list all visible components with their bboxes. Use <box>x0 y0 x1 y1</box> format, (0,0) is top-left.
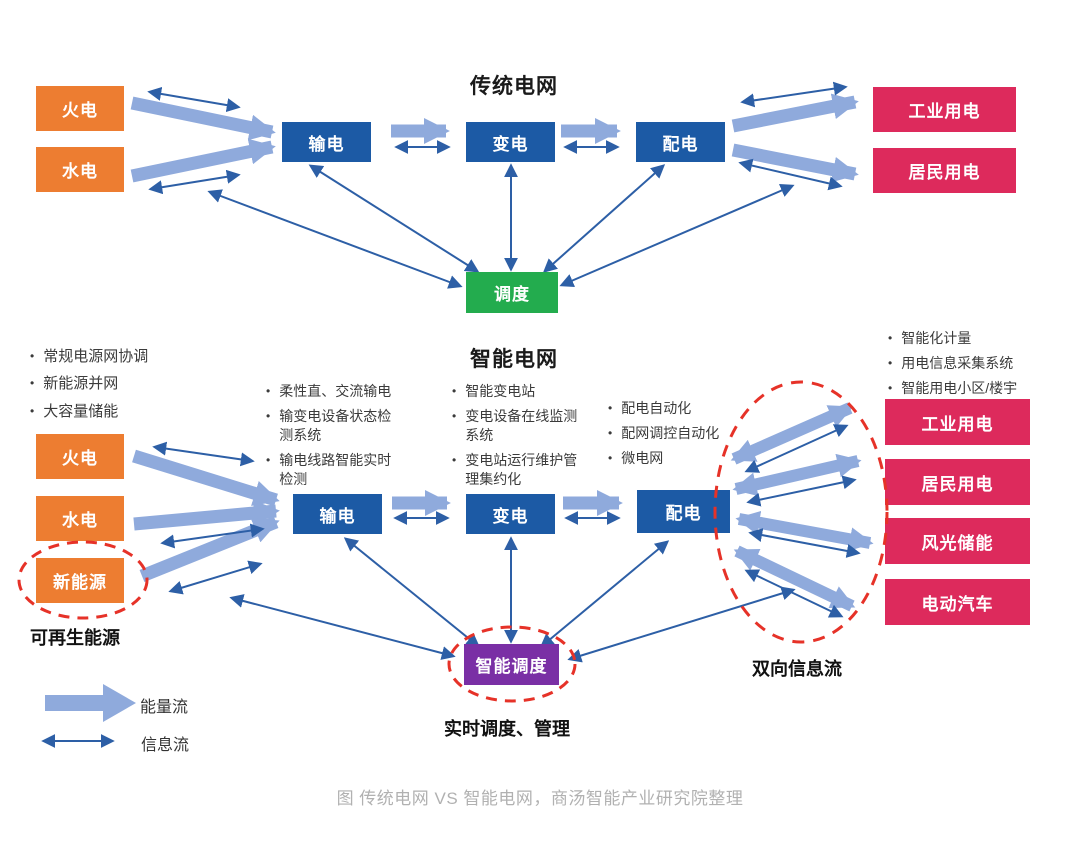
note-item: 配电自动化 <box>608 399 758 418</box>
energy-flow-arrow <box>132 449 280 507</box>
realtime-dispatch-label: 实时调度、管理 <box>444 719 570 739</box>
dispatch-link-arrow <box>567 586 796 663</box>
energy-flow-arrow <box>130 96 276 141</box>
smart-distribution-notes: 配电自动化 配网调控自动化 微电网 <box>608 399 758 475</box>
info-flow-arrow <box>152 441 255 467</box>
traditional-info-arrows <box>147 81 848 289</box>
note-item: 智能变电站 <box>452 382 628 401</box>
energy-flow-arrow <box>733 545 856 612</box>
dispatch-link-arrow <box>308 164 480 273</box>
dispatch-link-arrow <box>343 537 481 648</box>
figure-caption: 图 传统电网 VS 智能电网，商汤智能产业研究院整理 <box>336 789 744 808</box>
dispatch-link-arrow <box>559 183 795 288</box>
note-item: 用电信息采集系统 <box>888 354 1053 373</box>
node-smart-dispatch: 智能调度 <box>464 644 559 685</box>
note-item: 智能用电小区/楼宇 <box>888 379 1053 398</box>
node-residential-use: 居民用电 <box>873 148 1016 193</box>
energy-flow-arrow <box>133 500 280 531</box>
dispatch-link-arrow <box>539 540 670 648</box>
info-flow-arrow <box>168 560 263 595</box>
node-new-energy: 新能源 <box>36 558 124 603</box>
dispatch-link-arrow <box>542 164 666 273</box>
smart-grid-title: 智能电网 <box>470 348 558 371</box>
legend-energy-label: 能量流 <box>140 699 189 716</box>
note-item: 智能化计量 <box>888 329 1053 348</box>
smart-source-notes: 常规电源网协调 新能源并网 大容量储能 <box>30 347 210 429</box>
note-item: 微电网 <box>608 449 758 468</box>
note-item: 输电线路智能实时检测 <box>266 451 438 489</box>
info-flow-arrow <box>744 424 849 473</box>
info-flow-arrow <box>740 81 848 108</box>
info-flow-arrow <box>746 475 857 507</box>
energy-flow-arrow <box>139 515 280 583</box>
node-hydro-power: 水电 <box>36 147 124 192</box>
node-industrial-use: 工业用电 <box>873 87 1016 132</box>
node-transmission: 输电 <box>282 122 371 162</box>
node-wind-solar-storage: 风光储能 <box>885 518 1030 564</box>
bidirectional-info-label: 双向信息流 <box>752 659 842 679</box>
note-item: 变电站运行维护管理集约化 <box>452 451 628 489</box>
note-item: 输变电设备状态检测系统 <box>266 407 438 445</box>
note-item: 大容量储能 <box>30 402 210 422</box>
info-flow-arrow <box>744 569 844 618</box>
node-transmission-smart: 输电 <box>293 494 382 534</box>
note-item: 配网调控自动化 <box>608 424 758 443</box>
info-flow-arrow <box>748 528 861 558</box>
legend-energy-arrow-icon <box>45 684 136 722</box>
info-flow-arrow <box>160 523 265 549</box>
note-item: 柔性直、交流输电 <box>266 382 438 401</box>
smart-consumer-notes: 智能化计量 用电信息采集系统 智能用电小区/楼宇 <box>888 329 1053 405</box>
energy-flow-arrow <box>731 93 859 133</box>
node-hydro-power-smart: 水电 <box>36 496 124 541</box>
traditional-grid-title: 传统电网 <box>470 75 558 98</box>
node-transformation-smart: 变电 <box>466 494 555 534</box>
legend-info-label: 信息流 <box>141 737 190 754</box>
node-transformation: 变电 <box>466 122 555 162</box>
node-thermal-power-smart: 火电 <box>36 434 124 479</box>
info-flow-arrow <box>147 86 241 113</box>
renewable-energy-label: 可再生能源 <box>30 628 120 648</box>
note-item: 新能源并网 <box>30 374 210 394</box>
node-industrial-use-smart: 工业用电 <box>885 399 1030 445</box>
smart-transformation-notes: 智能变电站 变电设备在线监测系统 变电站运行维护管理集约化 <box>452 382 628 495</box>
energy-flow-arrow <box>731 143 859 183</box>
info-flow-arrow <box>148 169 241 195</box>
dispatch-link-arrow <box>207 189 463 289</box>
node-thermal-power: 火电 <box>36 86 124 131</box>
note-item: 常规电源网协调 <box>30 347 210 367</box>
node-dispatch: 调度 <box>466 272 558 313</box>
smart-transmission-notes: 柔性直、交流输电 输变电设备状态检测系统 输电线路智能实时检测 <box>266 382 438 495</box>
energy-flow-arrow <box>735 510 874 552</box>
node-residential-use-smart: 居民用电 <box>885 459 1030 505</box>
node-distribution-smart: 配电 <box>637 490 730 533</box>
info-flow-arrow <box>738 158 843 191</box>
energy-flow-arrow <box>130 138 276 183</box>
node-electric-vehicle: 电动汽车 <box>885 579 1030 625</box>
dispatch-link-arrow <box>229 594 456 660</box>
node-distribution: 配电 <box>636 122 725 162</box>
note-item: 变电设备在线监测系统 <box>452 407 628 445</box>
